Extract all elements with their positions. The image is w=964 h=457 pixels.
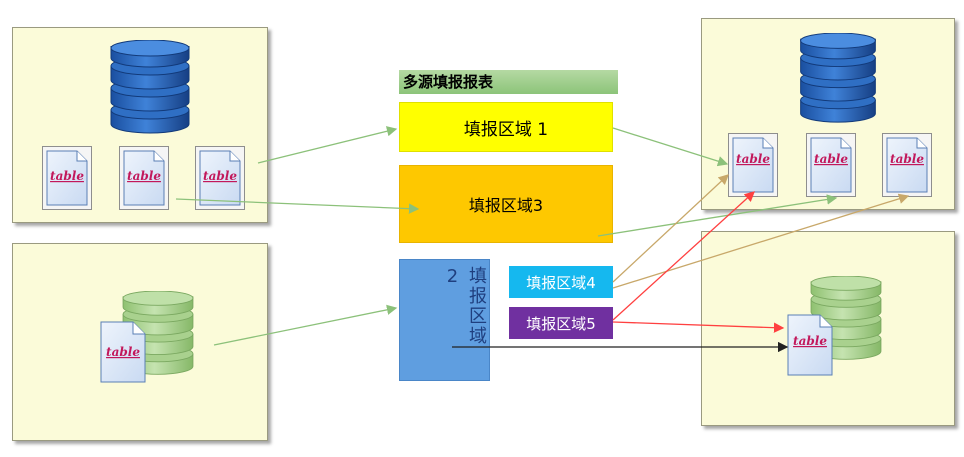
fill-region-3[interactable]: 填报区域3: [399, 165, 613, 243]
table-document-icon: table: [787, 314, 833, 376]
table-document-icon: table: [100, 321, 146, 383]
fill-region-5[interactable]: 填报区域5: [509, 307, 613, 339]
table-document-icon: table: [195, 146, 245, 210]
fill-region-2[interactable]: 填报区域 2: [399, 259, 490, 381]
table-label: table: [890, 152, 924, 166]
table-label: table: [736, 152, 770, 166]
database-icon: [110, 40, 190, 134]
table-label: table: [50, 169, 84, 183]
table-document-icon: table: [882, 133, 932, 197]
table-label: table: [814, 152, 848, 166]
database-icon: [800, 33, 876, 123]
table-label: table: [127, 169, 161, 183]
report-title: 多源填报报表: [399, 70, 618, 94]
table-document-icon: table: [728, 133, 778, 197]
table-label: table: [106, 345, 140, 359]
fill-region-1[interactable]: 填报区域 1: [399, 102, 613, 152]
table-document-icon: table: [806, 133, 856, 197]
table-document-icon: table: [42, 146, 92, 210]
table-label: table: [793, 334, 827, 348]
table-document-icon: table: [119, 146, 169, 210]
table-label: table: [203, 169, 237, 183]
fill-region-4[interactable]: 填报区域4: [509, 266, 613, 298]
arrow-source-to-region-1: [257, 126, 398, 164]
database-icon: [810, 276, 882, 360]
